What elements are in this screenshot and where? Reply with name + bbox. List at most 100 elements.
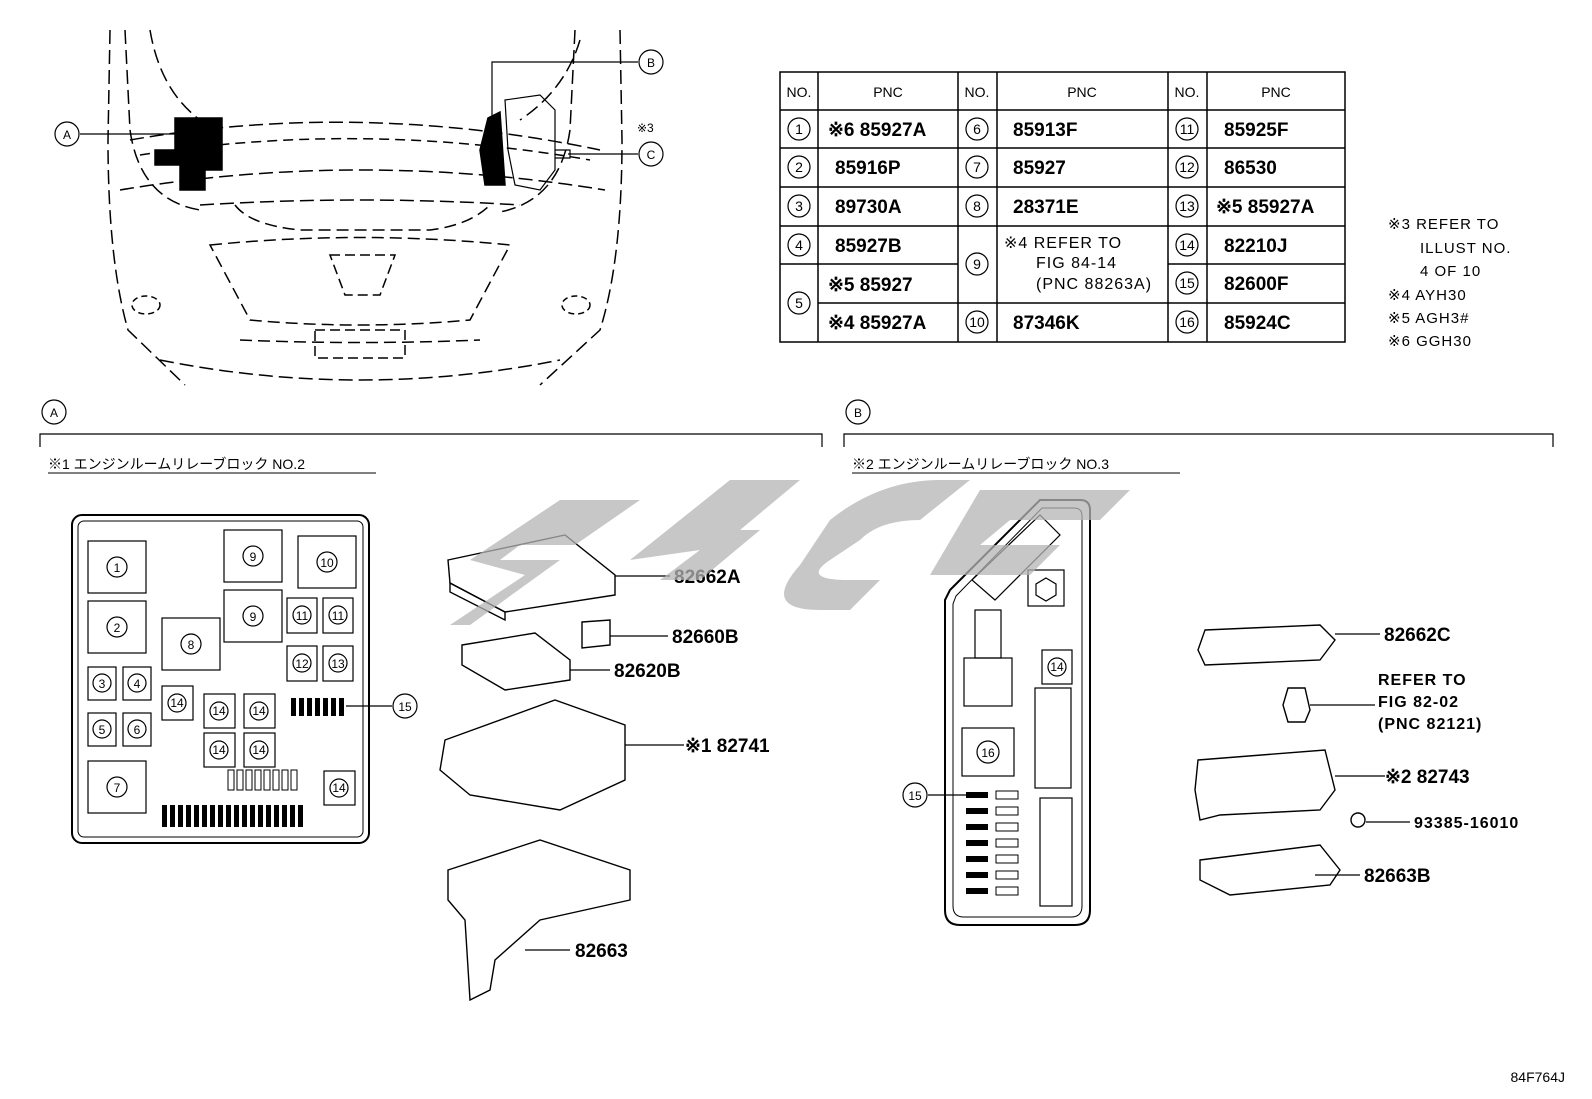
row-pnc: 89730A — [835, 197, 902, 218]
row-pnc: (PNC 88263A) — [1036, 276, 1152, 293]
row-no: 7 — [973, 159, 981, 175]
refer-line: REFER TO — [1378, 672, 1467, 689]
section-b-title: ※2 エンジンルームリレーブロック NO.3 — [852, 456, 1109, 472]
th-no-1: NO. — [787, 84, 812, 100]
overview-callouts: A B C ※3 — [54, 49, 664, 167]
note-line: 4 OF 10 — [1420, 263, 1481, 280]
part-number: ※2 82743 — [1385, 767, 1470, 788]
callout-a: A — [63, 128, 71, 142]
slot-label: 12 — [295, 657, 309, 671]
row-pnc: 85925F — [1224, 120, 1288, 141]
row-pnc: 28371E — [1013, 197, 1079, 218]
slot-label: 16 — [981, 746, 995, 760]
row-no: 2 — [795, 159, 803, 175]
slot-label: 10 — [320, 556, 334, 570]
section-b-marker: B — [854, 406, 862, 420]
row-pnc: 85913F — [1013, 120, 1077, 141]
th-pnc-1: PNC — [873, 84, 903, 100]
slot-label: 15 — [398, 700, 412, 714]
row-pnc: 85924C — [1224, 313, 1291, 334]
row-pnc: 82210J — [1224, 236, 1287, 257]
row-pnc: FIG 84-14 — [1036, 255, 1117, 272]
row-no: 6 — [973, 121, 981, 137]
slot-label: 14 — [332, 781, 346, 795]
slot-label: 3 — [99, 677, 106, 691]
callout-b: B — [647, 56, 655, 70]
part-number: 93385-16010 — [1414, 815, 1519, 832]
row-pnc: ※5 85927 — [828, 275, 913, 296]
th-pnc-2: PNC — [1067, 84, 1097, 100]
row-pnc: ※6 85927A — [828, 120, 927, 141]
part-number: 82663 — [575, 941, 628, 962]
row-no: 1 — [795, 121, 803, 137]
row-pnc: ※5 85927A — [1216, 197, 1315, 218]
slot-label: 14 — [252, 743, 266, 757]
row-pnc: 86530 — [1224, 158, 1277, 179]
th-no-2: NO. — [965, 84, 990, 100]
row-no: 13 — [1179, 198, 1195, 214]
relay-block-a-location — [154, 117, 223, 191]
row-no: 8 — [973, 198, 981, 214]
th-no-3: NO. — [1175, 84, 1200, 100]
part-number: 82620B — [614, 661, 681, 682]
callout-c: C — [647, 148, 656, 162]
row-no: 10 — [969, 314, 985, 330]
row-no: 14 — [1179, 237, 1195, 253]
part-number: ※1 82741 — [685, 736, 770, 757]
slot-label: 9 — [250, 610, 257, 624]
part-number: 82662C — [1384, 625, 1451, 646]
row-no: 12 — [1179, 159, 1195, 175]
slot-label: 9 — [250, 550, 257, 564]
row-no: 4 — [795, 237, 803, 253]
th-pnc-3: PNC — [1261, 84, 1291, 100]
section-b: B ※2 エンジンルームリレーブロック NO.3 14 16 — [843, 399, 1554, 926]
section-a-title: ※1 エンジンルームリレーブロック NO.2 — [48, 456, 305, 472]
pnc-table: NO. PNC NO. PNC NO. PNC 1 2 3 4 5 6 7 8 … — [779, 71, 1346, 343]
slot-label: 14 — [212, 743, 226, 757]
slot-label: 11 — [296, 609, 309, 623]
row-pnc: ※4 85927A — [828, 313, 927, 334]
note-line: ※6 GGH30 — [1388, 333, 1472, 350]
note3-marker: ※3 — [637, 121, 654, 135]
slot-label: 14 — [212, 704, 226, 718]
slot-label: 1 — [114, 561, 121, 575]
slot-label: 14 — [170, 696, 184, 710]
figure-code: 84F764J — [1511, 1069, 1565, 1085]
car-front-overview — [107, 29, 623, 386]
row-no: 3 — [795, 198, 803, 214]
refer-line: (PNC 82121) — [1378, 716, 1482, 733]
note-line: ※3 REFER TO — [1388, 216, 1499, 233]
relay-block-b-location — [479, 110, 506, 186]
part-number: 82660B — [672, 627, 739, 648]
section-a-marker: A — [50, 406, 58, 420]
slot-label: 13 — [331, 657, 345, 671]
row-pnc: ※4 REFER TO — [1004, 235, 1122, 252]
slot-label: 15 — [908, 789, 922, 803]
refer-line: FIG 82-02 — [1378, 694, 1459, 711]
note-line: ※5 AGH3# — [1388, 310, 1469, 327]
row-pnc: 85916P — [835, 158, 901, 179]
row-no: 15 — [1179, 275, 1195, 291]
note-line: ILLUST NO. — [1420, 240, 1511, 257]
section-a: A ※1 エンジンルームリレーブロック NO.2 — [39, 399, 823, 1002]
watermark-logo — [450, 480, 1130, 625]
row-pnc: 82600F — [1224, 274, 1288, 295]
row-no: 16 — [1179, 314, 1195, 330]
slot-label: 14 — [1050, 660, 1064, 674]
notes: ※3 REFER TO ILLUST NO. 4 OF 10 ※4 AYH30 … — [1388, 216, 1511, 350]
section-b-part-drawings — [1194, 624, 1366, 896]
slot-label: 7 — [114, 781, 121, 795]
slot-label: 5 — [99, 723, 106, 737]
row-no: 9 — [973, 256, 981, 272]
note-line: ※4 AYH30 — [1388, 287, 1467, 304]
row-pnc: 85927B — [835, 236, 902, 257]
row-pnc: 87346K — [1013, 313, 1080, 334]
slot-label: 8 — [188, 638, 195, 652]
row-no: 5 — [795, 295, 803, 311]
row-no: 11 — [1180, 121, 1195, 137]
slot-label: 6 — [134, 723, 141, 737]
slot-label: 4 — [134, 677, 141, 691]
slot-label: 11 — [332, 609, 345, 623]
section-a-part-drawings — [439, 534, 631, 1002]
